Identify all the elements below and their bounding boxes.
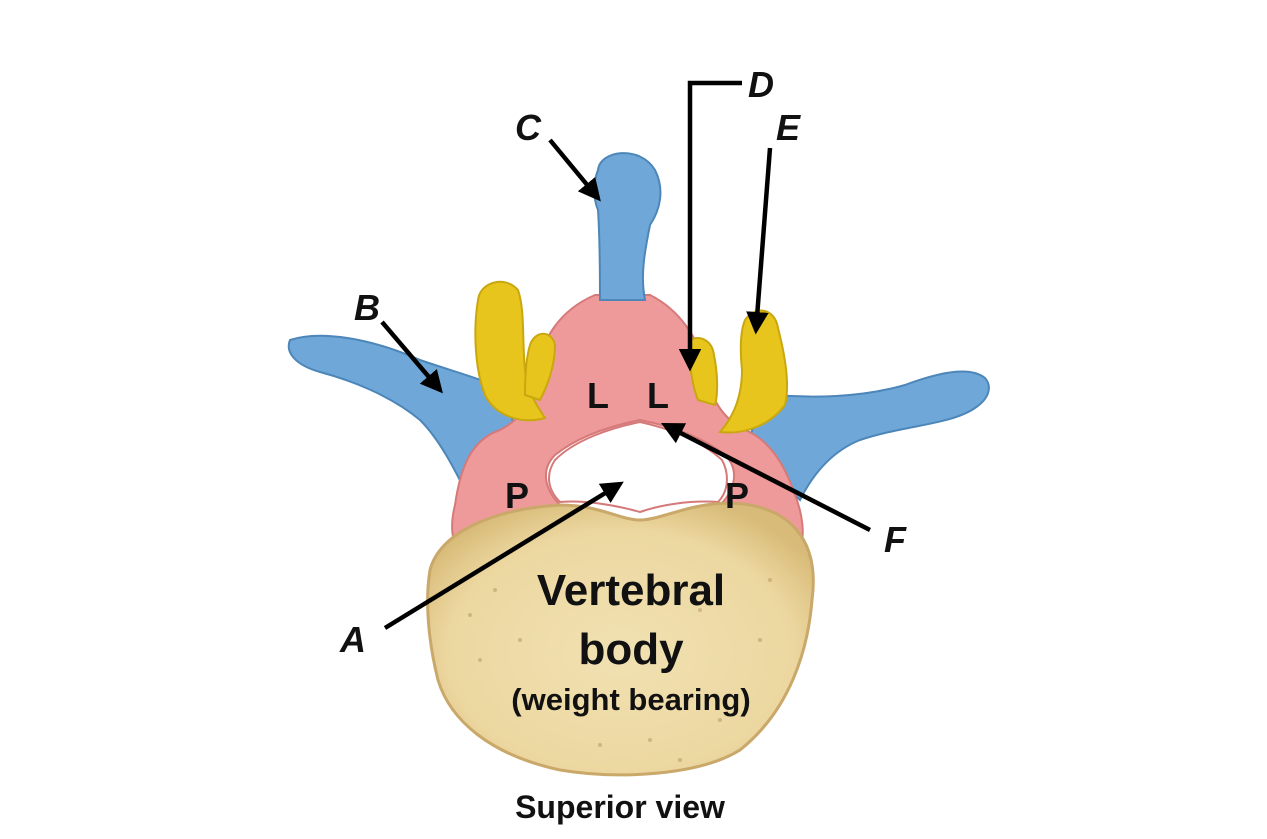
pedicle-left-label: P [505, 475, 529, 516]
vertebral-body [426, 501, 815, 777]
right-transverse-process [743, 370, 990, 502]
spinous-process [593, 152, 662, 301]
figure-caption: Superior view [515, 789, 725, 825]
callout-b: B [354, 287, 380, 328]
callout-d: D [748, 64, 774, 105]
lamina-left-label: L [587, 375, 609, 416]
body-label-line3: (weight bearing) [511, 682, 750, 717]
callout-f: F [884, 519, 907, 560]
vertebral-foramen [548, 420, 728, 514]
leader-lines [380, 80, 872, 630]
callout-e: E [776, 107, 801, 148]
body-label-line1: Vertebral [537, 566, 725, 615]
pedicle-right-label: P [725, 475, 749, 516]
body-texture [468, 578, 772, 762]
body-label-line2: body [578, 625, 684, 674]
callout-c: C [515, 107, 542, 148]
right-superior-articular-process [717, 309, 788, 434]
left-inferior-articular-process [523, 332, 557, 402]
callout-a: A [339, 619, 366, 660]
lamina-right-label: L [647, 375, 669, 416]
